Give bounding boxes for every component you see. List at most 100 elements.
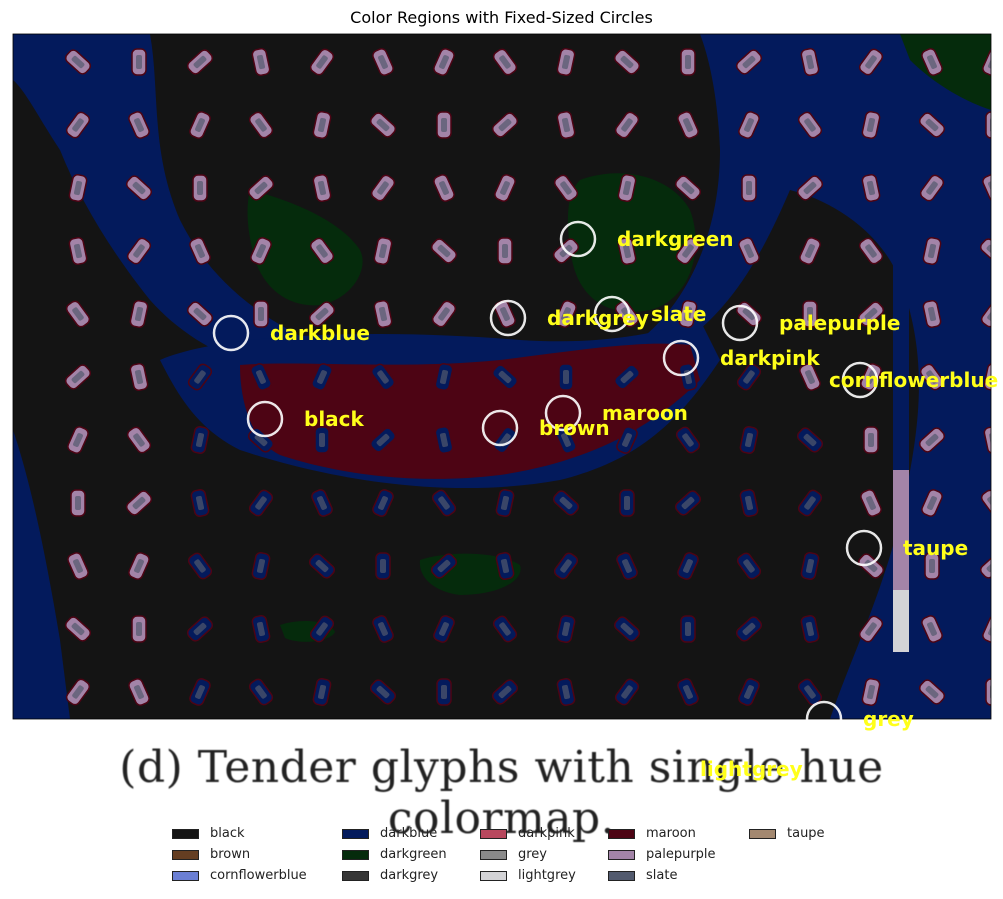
glyph	[64, 364, 92, 390]
glyph	[128, 552, 150, 580]
legend-label: brown	[210, 847, 251, 862]
legend-label: palepurple	[646, 847, 716, 862]
glyph	[924, 552, 940, 580]
legend-swatch	[172, 828, 199, 839]
legend-item-maroon: maroon	[608, 825, 749, 842]
glyph	[556, 48, 576, 76]
glyph	[735, 49, 763, 75]
glyph	[617, 237, 637, 265]
glyph	[677, 111, 699, 139]
glyph	[617, 174, 637, 202]
glyph	[495, 489, 515, 517]
annotation-label-maroon: maroon	[602, 401, 688, 425]
annotation-label-cornflowerblue: cornflowerblue	[829, 368, 999, 392]
annotation-label-brown: brown	[539, 416, 610, 440]
annotation-circle-slate	[593, 295, 631, 333]
legend-item-darkblue: darkblue	[342, 825, 480, 842]
legend-swatch	[480, 870, 507, 881]
glyph	[431, 300, 457, 328]
glyph	[308, 301, 336, 327]
glyph	[741, 174, 757, 202]
region-darkgreen-left	[247, 190, 363, 306]
glyph	[985, 111, 991, 139]
annotation-label-grey: grey	[863, 707, 914, 731]
legend-swatch	[172, 849, 199, 860]
glyph	[369, 427, 397, 453]
annotation-label-palepurple: palepurple	[779, 311, 901, 335]
glyph	[919, 174, 945, 202]
glyph	[614, 111, 640, 139]
legend-swatch	[342, 828, 369, 839]
glyph	[613, 616, 641, 642]
annotation-circle-darkgreen	[559, 220, 597, 258]
glyph	[675, 237, 701, 265]
glyph	[921, 48, 943, 76]
glyph	[433, 48, 455, 76]
glyph	[314, 426, 330, 454]
glyph	[491, 112, 519, 138]
glyph	[126, 426, 152, 454]
glyph	[67, 552, 89, 580]
glyph	[982, 48, 991, 76]
glyph	[492, 426, 518, 454]
annotation-circle-maroon	[544, 394, 582, 432]
glyph	[248, 489, 274, 517]
legend-item-darkgreen: darkgreen	[342, 846, 480, 863]
glyph	[922, 300, 942, 328]
legend-label: taupe	[787, 826, 825, 841]
annotation-label-slate: slate	[651, 302, 707, 326]
glyph	[250, 237, 272, 265]
glyph	[129, 363, 149, 391]
glyph	[861, 174, 881, 202]
glyph	[985, 678, 991, 706]
region-maroon	[240, 343, 700, 479]
legend-label: darkblue	[380, 826, 438, 841]
glyph	[802, 300, 818, 328]
glyph	[797, 489, 823, 517]
glyph	[921, 489, 943, 517]
glyph	[373, 300, 393, 328]
image-caption: (d) Tender glyphs with single hue colorm…	[119, 742, 884, 844]
glyph	[311, 489, 333, 517]
glyph	[918, 679, 946, 705]
legend-label: darkpink	[518, 826, 575, 841]
legend-item-darkgrey: darkgrey	[342, 867, 480, 884]
annotation-circle-darkblue	[212, 314, 250, 352]
glyph	[68, 237, 88, 265]
glyph	[125, 490, 153, 516]
glyph	[495, 552, 515, 580]
glyph	[738, 678, 760, 706]
glyph	[430, 238, 458, 264]
legend-empty	[749, 867, 859, 884]
legend-swatch	[608, 828, 635, 839]
annotation-label-darkgreen: darkgreen	[617, 227, 734, 251]
glyph	[189, 111, 211, 139]
glyph	[65, 678, 91, 706]
glyph	[64, 616, 92, 642]
glyph	[556, 615, 576, 643]
glyph	[190, 426, 210, 454]
region-strip-lightgrey	[893, 590, 909, 652]
region-darkblue-left	[13, 34, 330, 380]
legend-swatch	[608, 849, 635, 860]
glyph	[67, 426, 89, 454]
glyph	[126, 237, 152, 265]
glyph	[799, 363, 821, 391]
glyph	[192, 174, 208, 202]
glyph	[619, 489, 635, 517]
legend-swatch	[608, 870, 635, 881]
glyph	[434, 363, 454, 391]
legend-label: darkgreen	[380, 847, 447, 862]
annotation-circle-palepurple	[721, 304, 759, 342]
glyph	[796, 175, 824, 201]
glyph	[186, 616, 214, 642]
glyph	[248, 678, 274, 706]
glyph	[186, 301, 214, 327]
glyph	[433, 174, 455, 202]
glyph	[858, 48, 884, 76]
glyph	[858, 237, 884, 265]
glyph	[922, 237, 942, 265]
glyph	[251, 552, 271, 580]
legend-item-grey: grey	[480, 846, 608, 863]
glyph	[309, 615, 335, 643]
